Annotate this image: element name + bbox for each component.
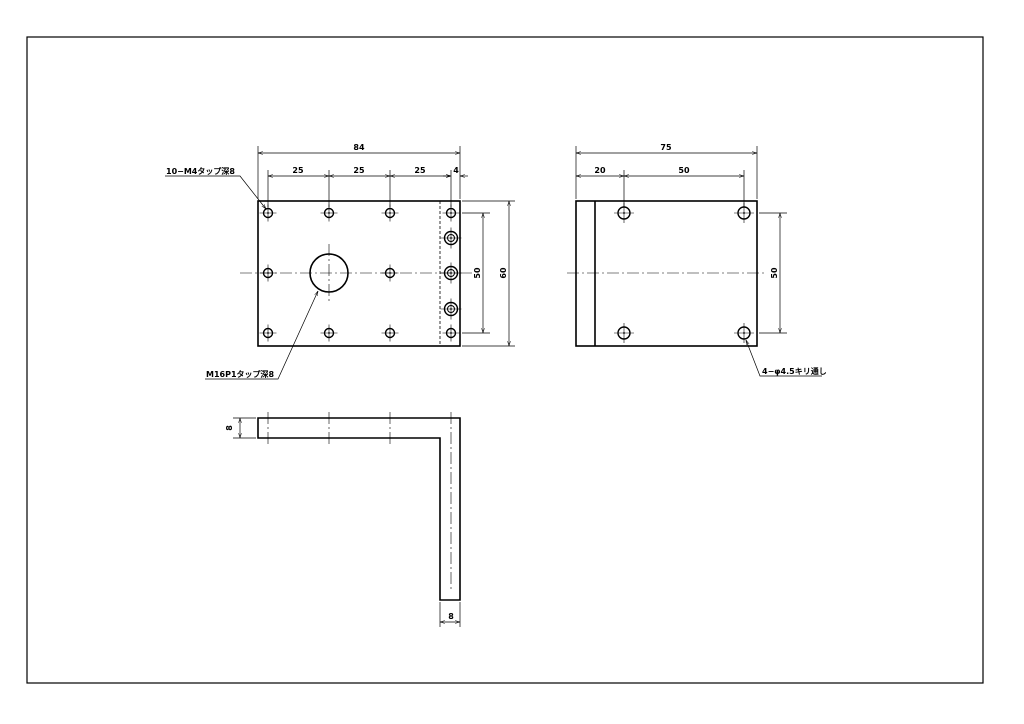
- counterbored-hole: [440, 227, 462, 249]
- note-tapped-holes: 10−M4タップ深8: [166, 166, 235, 176]
- through-hole: [734, 323, 754, 343]
- drawing-border: [26, 36, 984, 684]
- m4-tapped-hole: [320, 324, 338, 342]
- m4-tapped-hole: [320, 204, 338, 222]
- front-view: 84 25 25 25 4 50 60 10−M4タップ深8 M16P1タップ深…: [165, 143, 515, 380]
- m4-tapped-hole: [259, 324, 277, 342]
- dim-25-b: 25: [353, 166, 365, 175]
- m4-tapped-hole: [442, 324, 460, 342]
- counterbored-hole: [440, 262, 462, 284]
- m4-tapped-hole: [381, 264, 399, 282]
- dim-75: 75: [660, 143, 672, 152]
- m4-tapped-hole: [442, 204, 460, 222]
- note-through-holes: 4−φ4.5キリ通し: [762, 366, 827, 376]
- dim-50-h: 50: [678, 166, 690, 175]
- m4-tapped-hole: [259, 204, 277, 222]
- dim-8-thickness: 8: [225, 425, 234, 431]
- dim-50-side-v: 50: [770, 267, 779, 279]
- m4-tapped-hole: [381, 324, 399, 342]
- dim-50-v: 50: [473, 267, 482, 279]
- dim-25-c: 25: [414, 166, 426, 175]
- side-view: 75 20 50 50 4−φ4.5キリ通し: [567, 143, 827, 377]
- counterbored-hole: [440, 298, 462, 320]
- m4-tapped-hole: [259, 264, 277, 282]
- bottom-view: 8 8: [225, 412, 461, 627]
- dim-60: 60: [499, 267, 508, 279]
- dim-84: 84: [353, 143, 365, 152]
- through-hole: [614, 323, 634, 343]
- m4-tapped-hole: [381, 204, 399, 222]
- dim-4: 4: [453, 166, 459, 175]
- dim-25-a: 25: [292, 166, 304, 175]
- dim-8-leg: 8: [448, 612, 454, 621]
- dim-20: 20: [594, 166, 606, 175]
- note-center-hole: M16P1タップ深8: [206, 369, 275, 379]
